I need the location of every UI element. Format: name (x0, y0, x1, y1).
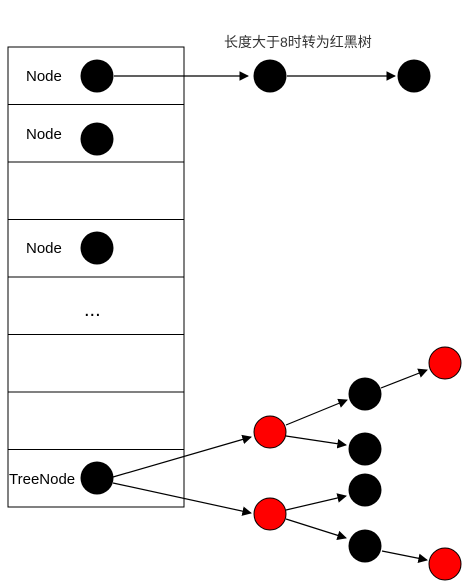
list-node-2 (253, 59, 287, 93)
tree-edge-b2-b2r (381, 550, 428, 564)
bucket-2 (7, 161, 185, 220)
tree-node-red-a1r (428, 346, 462, 380)
tree-node-red-b (253, 497, 287, 531)
conversion-note: 长度大于8时转为红黑树 (224, 34, 372, 50)
tree-node-red-b2r (428, 547, 462, 581)
tree-node-red-a (253, 415, 287, 449)
tree-node-black-a2 (348, 432, 382, 466)
tree-edge-b-b1 (285, 493, 347, 511)
bucket-0-label: Node (26, 68, 62, 85)
treenode-root (80, 461, 114, 495)
list-node-3 (397, 59, 431, 93)
tree-edge-a-a2 (285, 435, 347, 449)
tree-edge-root-b (112, 482, 252, 516)
bucket-5 (7, 334, 185, 393)
bucket-0-node (80, 59, 114, 93)
bucket-1-label: Node (26, 126, 62, 143)
bucket-array (7, 46, 185, 508)
bucket-4-ellipsis: ... (84, 299, 101, 321)
tree-edge-a1-a1r (380, 368, 428, 389)
tree-node-black-b2 (348, 529, 382, 563)
bucket-1-node (80, 122, 114, 156)
tree-node-black-b1 (348, 473, 382, 507)
bucket-6 (7, 391, 185, 450)
tree-node-black-a1 (348, 377, 382, 411)
bucket-3-label: Node (26, 240, 62, 257)
tree-edge-root-a (112, 434, 252, 478)
bucket-4 (7, 276, 185, 335)
bucket-3-node (80, 231, 114, 265)
tree-edge-b-b2 (285, 518, 347, 540)
tree-edge-a-a1 (285, 398, 348, 426)
bucket-7-label: TreeNode (9, 471, 75, 488)
